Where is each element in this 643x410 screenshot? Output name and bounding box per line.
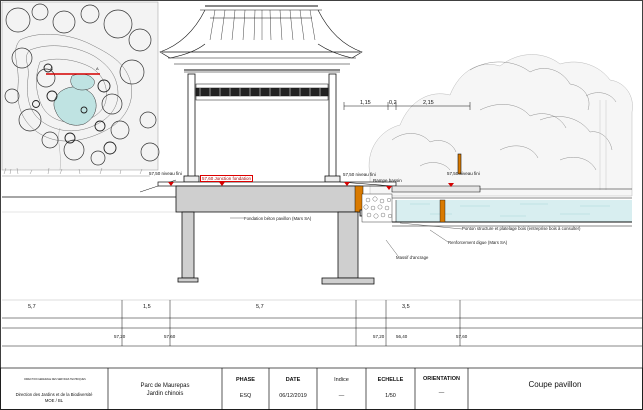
level-3: 57,20	[373, 334, 385, 339]
foundation-piers	[177, 209, 387, 285]
elevation-foundation: 57,60 Jonction fondation	[200, 175, 254, 182]
dim-top-1: 1,15	[360, 100, 371, 106]
foundation-slab	[175, 185, 361, 213]
level-2: 57,60	[164, 334, 176, 339]
level-4: 56,40	[396, 334, 408, 339]
vegetation-right	[368, 54, 633, 197]
date-label: DATE	[285, 377, 301, 383]
org-sub: MOE / BL	[44, 398, 64, 403]
drawing-title: Coupe pavillon	[528, 380, 582, 389]
project-sub: Jardin chinois	[146, 391, 184, 397]
dike-gabion	[361, 193, 393, 223]
project-name: Parc de Maurepas	[140, 383, 190, 389]
dim-row-3: 5,7	[256, 304, 264, 310]
grass-left	[2, 127, 150, 177]
basin-water	[392, 197, 632, 227]
level-5: 57,60	[456, 334, 468, 339]
scale-label: ECHELLE	[377, 377, 404, 383]
annotation-dike: Renforcement digue (Mars SA)	[448, 240, 508, 245]
dim-top-2: 0,2	[389, 100, 397, 106]
elevation-mid: 57,50 niveau fini	[343, 172, 376, 177]
date-value: 06/12/2019	[279, 393, 307, 399]
boardwalk-ramp	[339, 153, 632, 193]
phase-value: ESQ	[239, 393, 252, 399]
annotation-foundation: Fondation béton pavillon (Mars SA)	[244, 216, 312, 221]
org-header: DIRECTION GENERALE DES SERVICES TECHNIQU…	[24, 378, 86, 381]
indice-value: —	[338, 393, 345, 399]
elevation-left: 57,50 niveau fini	[149, 171, 182, 176]
dimension-table	[2, 299, 642, 347]
dim-row-2: 1,5	[143, 304, 151, 310]
pavilion-deck	[157, 181, 397, 213]
pavilion-roof	[159, 5, 363, 73]
svg-text:A: A	[96, 66, 99, 71]
dim-row-4: 3,5	[402, 304, 410, 310]
scale-value: 1/50	[385, 393, 396, 399]
level-1: 57,20	[114, 334, 126, 339]
dim-row-1: 5,7	[28, 304, 36, 310]
elevation-ramp: Rampe bassin	[373, 178, 402, 183]
elevation-right: 57,50 niveau fini	[447, 171, 480, 176]
indice-label: Indice	[334, 377, 349, 383]
location-inset-map: A A	[1, 1, 160, 171]
svg-text:A: A	[50, 66, 53, 71]
orientation-label: ORIENTATION	[422, 376, 461, 382]
dim-top-3: 2,15	[423, 100, 434, 106]
annotation-ponton: Ponton structure et platelage bois (entr…	[462, 226, 581, 231]
top-dimension-line	[343, 102, 471, 110]
orientation-value: —	[438, 390, 445, 396]
org-name: Direction des Jardins et de la Biodivers…	[15, 392, 93, 397]
pavilion-frieze	[195, 83, 329, 101]
annotation-anchor: Massif d'ancrage	[396, 255, 429, 260]
phase-label: PHASE	[236, 377, 255, 383]
leader-lines	[230, 217, 463, 257]
red-markers	[168, 182, 454, 190]
